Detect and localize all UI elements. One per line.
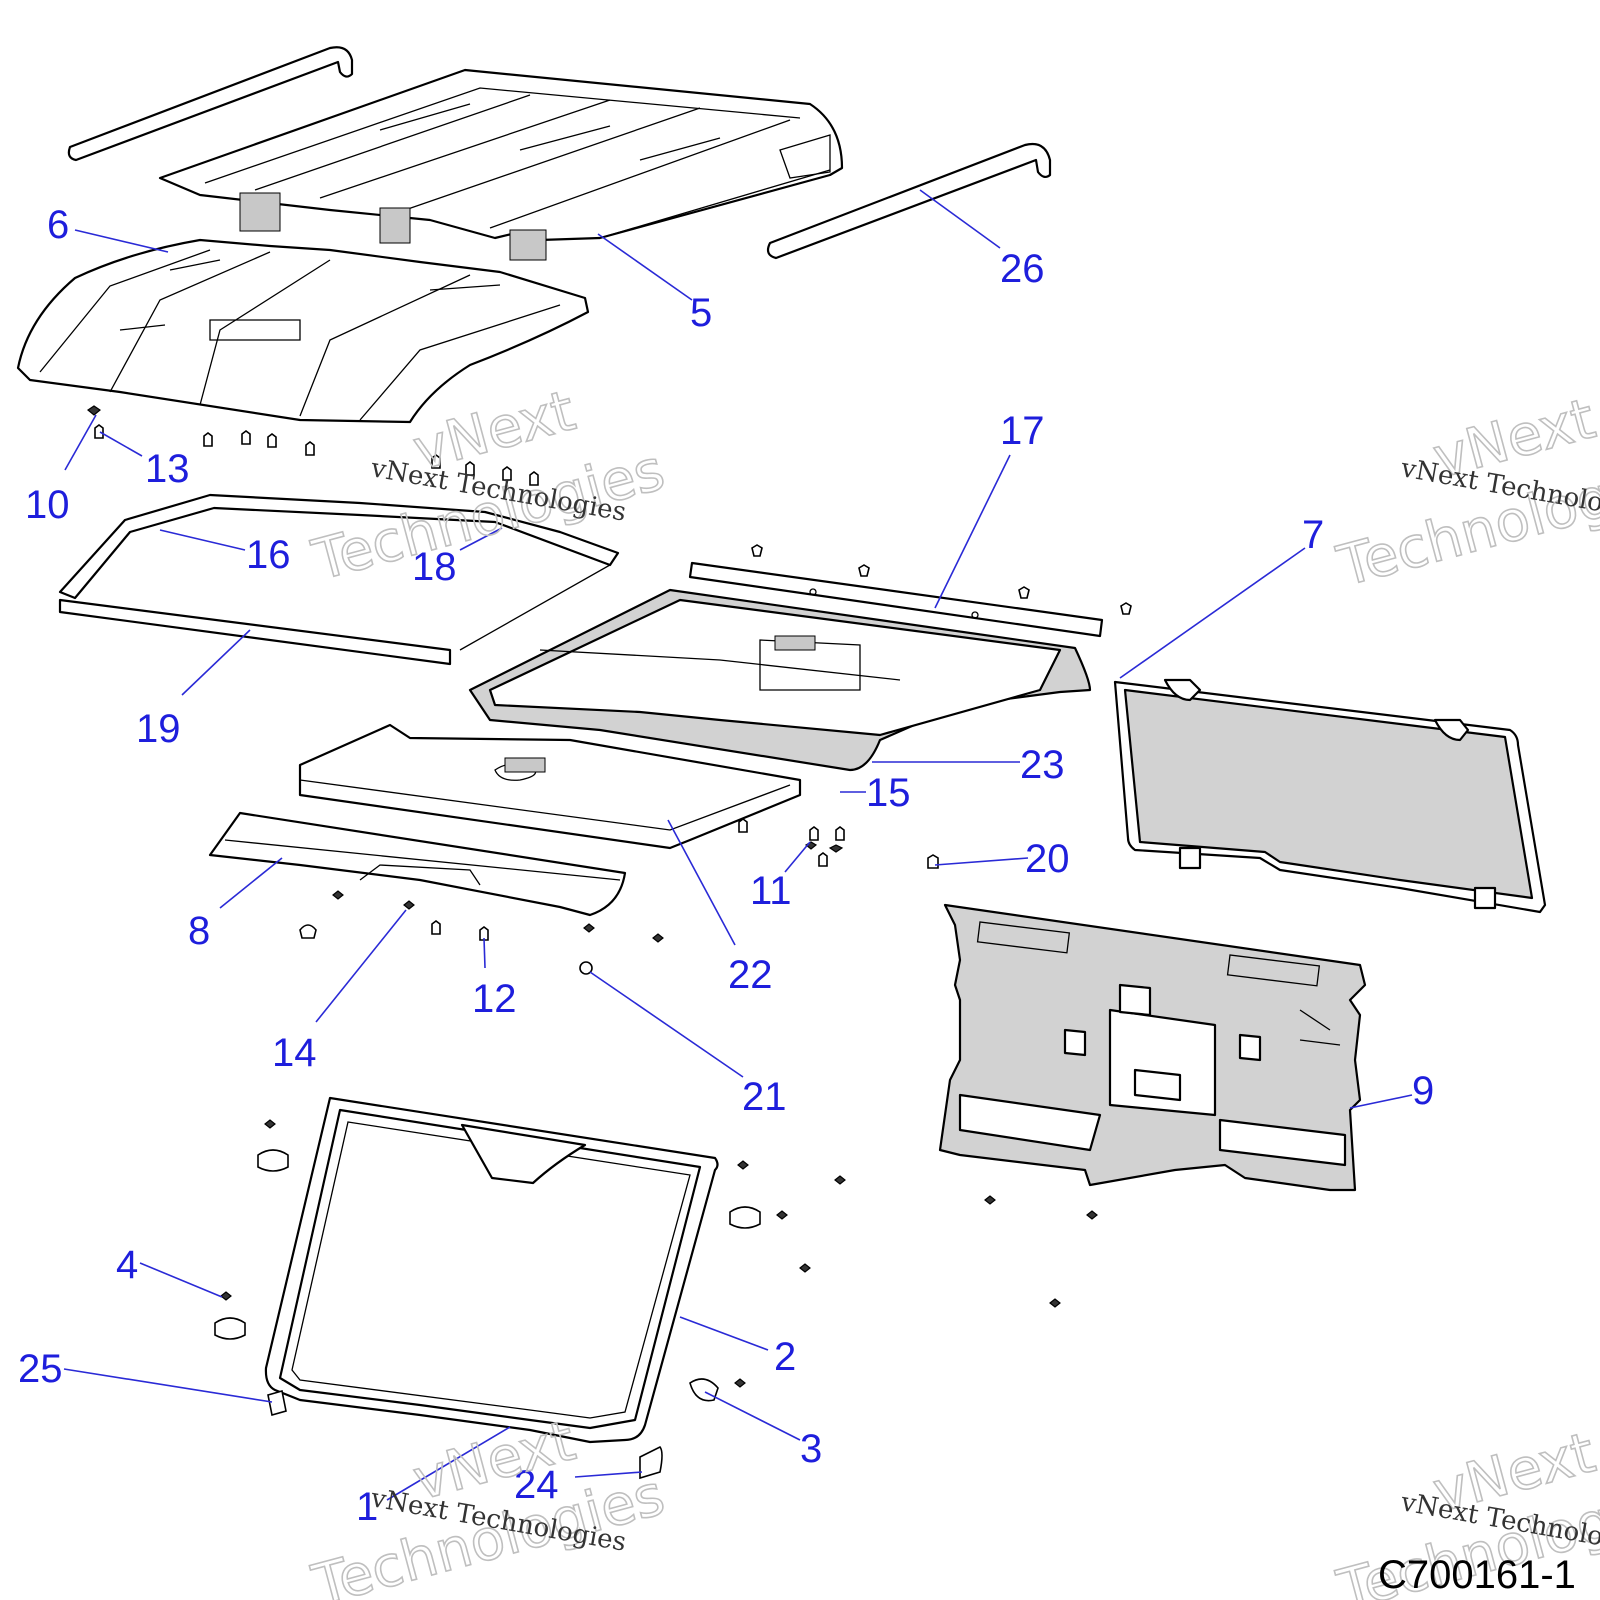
- rear-trim-bar-part-8: [208, 811, 627, 917]
- callout-18: 18: [412, 545, 457, 589]
- callout-2: 2: [774, 1335, 796, 1379]
- callout-13: 13: [145, 447, 190, 491]
- callout-21: 21: [742, 1075, 787, 1119]
- callout-numbers: 6 5 26 10 13 16 18 19 17 7 23 15 20 11 2…: [18, 203, 1434, 1529]
- callout-16: 16: [246, 533, 291, 577]
- callout-7: 7: [1302, 513, 1324, 557]
- callout-10: 10: [25, 483, 70, 527]
- diagram-code: C700161-1: [1378, 1553, 1576, 1597]
- callout-9: 9: [1412, 1069, 1434, 1113]
- callout-23: 23: [1020, 743, 1065, 787]
- headliner-part-23: [468, 588, 1092, 772]
- callout-11: 11: [750, 869, 792, 913]
- roof-top-part-6: [16, 238, 590, 424]
- callout-26: 26: [1000, 247, 1045, 291]
- fasteners: [86, 405, 1132, 1480]
- bracket-25: [267, 1389, 287, 1417]
- rear-panel-part-9: [938, 903, 1367, 1192]
- leader-lines: [63, 189, 1413, 1501]
- fastener-11: [809, 826, 819, 841]
- headliner-panel-part-22: [298, 723, 802, 850]
- callout-15: 15: [866, 771, 911, 815]
- callout-4: 4: [116, 1243, 138, 1287]
- callout-22: 22: [728, 953, 773, 997]
- callout-17: 17: [1000, 409, 1045, 453]
- roof-rail-right-part-26: [766, 142, 1052, 260]
- callout-1: 1: [356, 1485, 378, 1529]
- clip-3: [689, 1378, 719, 1402]
- windshield-top-trim-part-19: [58, 507, 612, 666]
- fastener-10: [86, 405, 102, 416]
- callout-5: 5: [690, 291, 712, 335]
- fastener-20: [927, 854, 939, 869]
- fastener-4: [220, 1291, 232, 1301]
- callout-24: 24: [514, 1463, 559, 1507]
- callout-14: 14: [272, 1031, 317, 1075]
- roof-frame-part-5: [158, 68, 844, 261]
- bracket-bar-part-17: [688, 561, 1104, 638]
- fastener-21: [579, 961, 593, 975]
- fastener-13: [94, 424, 104, 439]
- fastener-15: [828, 844, 844, 853]
- fastener-12: [479, 926, 489, 941]
- callout-20: 20: [1025, 837, 1070, 881]
- roof-rail-left: [67, 46, 354, 162]
- callout-25: 25: [18, 1347, 63, 1391]
- callout-3: 3: [800, 1427, 822, 1471]
- callout-12: 12: [472, 977, 517, 1021]
- windshield-part-2: [264, 1096, 719, 1444]
- callout-19: 19: [136, 707, 181, 751]
- watermark-top-right: vNext Technologies vNext Technologies: [1330, 386, 1600, 601]
- fastener-14: [403, 900, 415, 910]
- bracket-24: [639, 1445, 663, 1480]
- callout-8: 8: [188, 909, 210, 953]
- rear-window-part-7: [1113, 678, 1547, 914]
- callout-6: 6: [47, 203, 69, 247]
